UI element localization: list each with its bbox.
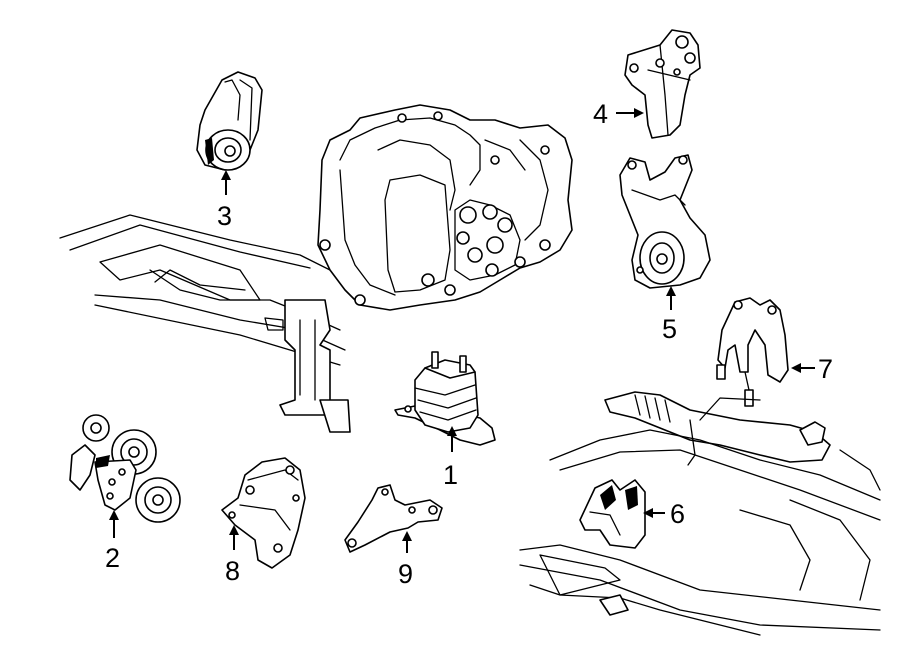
engine-mount-part-1	[394, 351, 496, 446]
bracket-part-9	[344, 484, 443, 553]
bracket-part-8	[221, 457, 306, 569]
callout-label-1: 1	[443, 460, 458, 490]
mount-part-5	[619, 154, 711, 289]
callout-label-2: 2	[105, 543, 120, 573]
callout-label-4: 4	[593, 99, 608, 129]
bracket-part-7	[716, 297, 789, 407]
front-frame-rail	[59, 214, 351, 433]
mount-insert-part-6	[579, 479, 646, 549]
callout-label-6: 6	[670, 499, 685, 529]
pulley-bracket-part-2	[69, 414, 181, 523]
callout-label-3: 3	[217, 201, 232, 231]
callout-label-8: 8	[225, 556, 240, 586]
steering-rack-subframe	[519, 391, 881, 636]
upper-mount-part-3	[196, 71, 263, 171]
callout-label-7: 7	[818, 354, 833, 384]
callout-label-9: 9	[398, 559, 413, 589]
mount-bracket-part-4	[624, 29, 701, 139]
callout-leaders	[109, 108, 815, 553]
transaxle-assembly	[317, 104, 573, 311]
callout-label-5: 5	[662, 314, 677, 344]
